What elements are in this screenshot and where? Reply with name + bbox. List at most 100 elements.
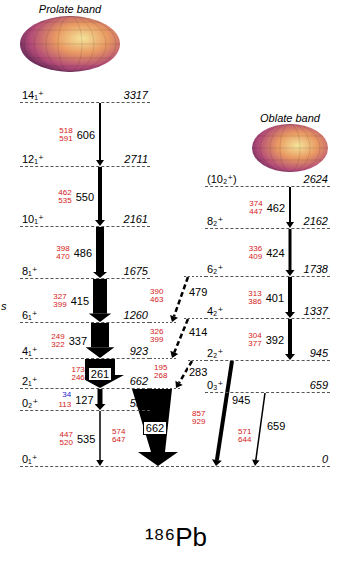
intensity-value: 374 447 [249,200,262,216]
intensity-value: 249 322 [51,333,64,349]
spin-label: 6₁⁺ [22,309,38,321]
energy-label: 3317 [124,89,148,101]
gamma-transition [96,411,104,466]
energy-label: 2624 [304,173,328,185]
level-line: 14₁⁺3317 [20,102,150,103]
spin-label: 6₂⁺ [207,263,223,275]
energy-value: 535 [76,433,96,445]
spin-label: 12₁⁺ [22,153,44,165]
energy-label: 2162 [304,215,328,227]
energy-value: 401 [265,292,285,304]
level-line: 8₂⁺2162 [205,228,330,229]
energy-value: 337 [68,335,88,347]
energy-value: 392 [265,334,285,346]
energy-value: 662 [143,421,167,435]
energy-value: 424 [265,247,285,259]
energy-value: 415 [70,295,90,307]
intensity-value: 447 520 [60,431,73,447]
band-title: Oblate band [260,112,320,124]
spin-label: 4₂⁺ [207,305,223,317]
spin-label: 8₁⁺ [22,265,38,277]
spin-label: 0₁⁺ [22,453,38,465]
energy-label: 1260 [124,309,148,321]
intensity-value: 398 470 [56,245,69,261]
spin-label: 2₂⁺ [207,347,223,359]
gamma-transition [86,323,115,358]
spin-label: 2₁⁺ [22,375,38,387]
gamma-transition [170,319,188,358]
energy-label: 1738 [304,263,328,275]
gamma-transition [285,277,295,318]
energy-value: 283 [188,366,208,378]
level-line: 12₁⁺2711 [20,166,150,167]
level-line: 2₁⁺662 [20,388,150,389]
gamma-transition [170,277,188,322]
spin-label: 14₁⁺ [22,89,44,101]
level-line: 6₁⁺1260 [20,322,150,323]
energy-label: 0 [322,453,328,465]
level-line: 0₂⁺535 [20,410,150,411]
gamma-transition [212,361,232,466]
gamma-transition [89,279,111,322]
intensity-value: 390 463 [150,288,163,304]
spin-label: 0₃⁺ [207,379,223,391]
intensity-value: 327 399 [53,293,66,309]
energy-label: 659 [310,379,328,391]
intensity-value: 462 535 [58,189,71,205]
level-line: 0₁⁺0 [20,466,330,467]
energy-value: 606 [76,129,96,141]
energy-value: 550 [75,191,95,203]
spin-label: 10₁⁺ [22,213,44,225]
spin-label: 4₁⁺ [22,345,38,357]
level-line: 10₁⁺2161 [20,226,150,227]
spin-label: 0₂⁺ [22,397,38,409]
intensity-value: 195 268 [154,364,167,380]
intensity-value: 113 [58,400,71,409]
level-line: 2₂⁺945 [205,360,330,361]
band-title: s [1,300,7,312]
energy-value: 486 [73,247,93,259]
level-line: 4₂⁺1337 [205,318,330,319]
level-line: 8₁⁺1675 [20,278,150,279]
energy-label: 945 [310,347,328,359]
energy-value: 414 [188,326,208,338]
gamma-transition [96,103,104,166]
energy-label: 2161 [124,213,148,225]
level-line: 0₃⁺659 [205,392,330,393]
intensity-value: 173 246 [71,366,84,382]
band-title: Prolate band [39,3,101,15]
gamma-transition [95,167,105,226]
energy-label: 535 [130,397,148,409]
nucleus-name: ¹⁸⁶Pb [145,522,207,552]
gamma-transition [252,393,265,466]
gamma-transition [286,229,295,276]
gamma-transition [286,187,294,228]
spin-label: 8₂⁺ [207,215,223,227]
intensity-value: 313 386 [248,290,261,306]
energy-value: 261 [88,367,112,381]
energy-value: 659 [266,420,286,432]
gamma-transition [95,389,106,410]
intensity-value: 571 644 [238,428,251,444]
energy-label: 662 [130,375,148,387]
intensity-value: 326 399 [150,328,163,344]
intensity-value: 574 647 [112,428,125,444]
energy-value: 945 [231,394,251,406]
energy-label: 923 [130,345,148,357]
oblate-shape [250,124,330,172]
level-line: (10₂⁺)2624 [205,186,330,187]
energy-value: 127 [74,394,94,406]
spin-label: (10₂⁺) [207,173,237,185]
gamma-transition [285,319,295,360]
gamma-transition [93,227,107,278]
energy-label: 2711 [124,153,148,165]
intensity-value: 304 377 [248,332,261,348]
energy-value: 479 [188,286,208,298]
energy-value: 462 [266,202,286,214]
level-line: 6₂⁺1738 [205,276,330,277]
energy-label: 1675 [124,265,148,277]
level-line: 4₁⁺923 [20,358,150,359]
